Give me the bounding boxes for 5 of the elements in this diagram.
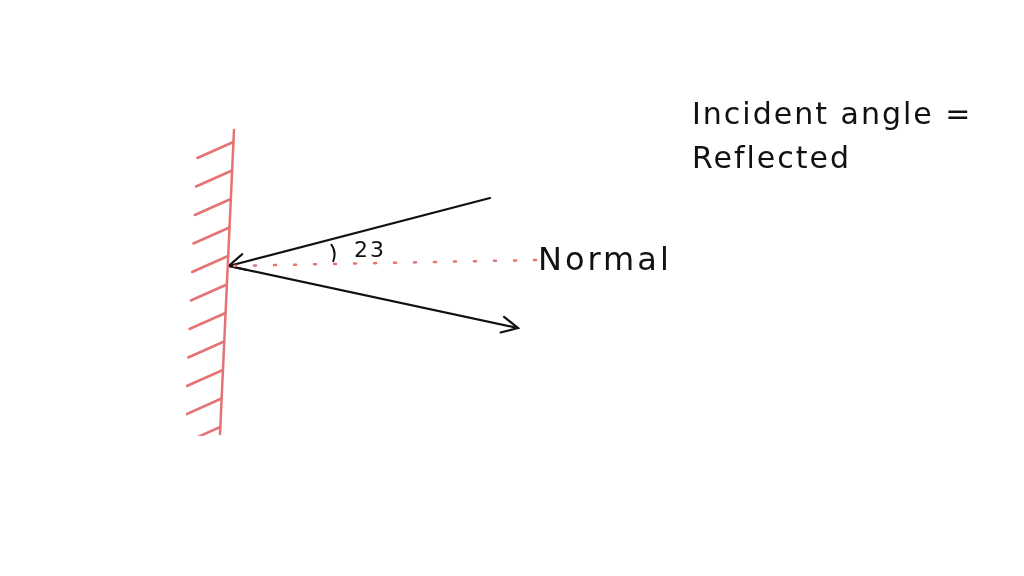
ray-arrow [227,264,520,334]
mirror-drawing [186,128,238,436]
normal-label: Normal [538,242,672,278]
angle-value: 23 [354,236,387,264]
note-text: Incident angle = Reflected [692,95,974,177]
